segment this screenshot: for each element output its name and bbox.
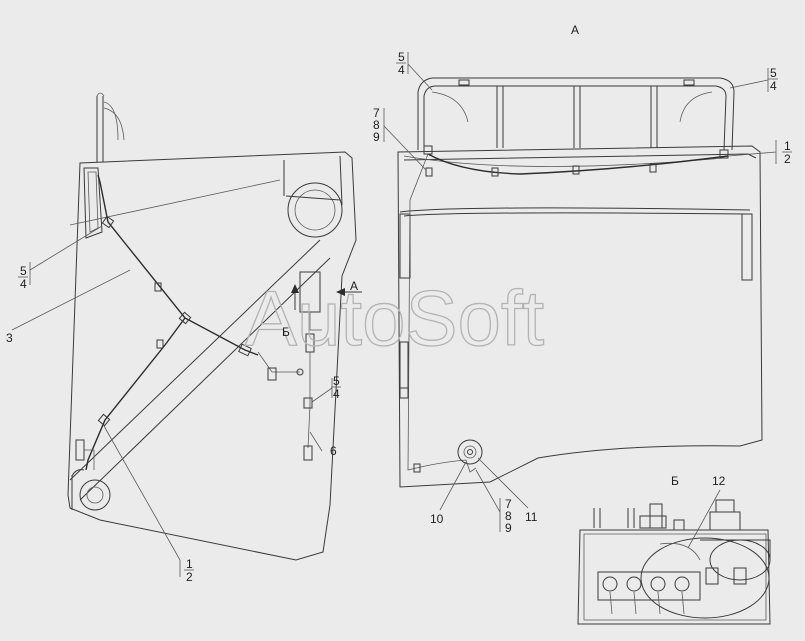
callout-right-7: 7	[373, 106, 380, 120]
callout-left-1: 1	[186, 557, 193, 571]
callout-bottom-7: 7	[505, 497, 512, 511]
callout-left-4b: 4	[333, 387, 340, 401]
right-view-a	[383, 52, 777, 532]
callout-bottom-9: 9	[505, 521, 512, 535]
callout-11: 11	[525, 510, 538, 524]
inset-view-b	[577, 489, 771, 625]
callout-bottom-8: 8	[505, 509, 512, 523]
callout-right-2: 2	[784, 152, 791, 166]
view-b-title: Б	[671, 474, 679, 488]
callout-12: 12	[712, 474, 726, 488]
callout-right-9: 9	[373, 130, 380, 144]
watermark: AutoSoft	[245, 274, 545, 362]
arrow-a-label: А	[350, 279, 358, 293]
left-side-view	[11, 92, 362, 577]
callout-left-5b: 5	[333, 374, 340, 388]
callout-right-1: 1	[784, 139, 791, 153]
arrow-b-label: Б	[282, 325, 290, 339]
callout-right-tl-5: 5	[398, 50, 405, 64]
callout-6: 6	[330, 444, 337, 458]
callout-right-8: 8	[373, 118, 380, 132]
callout-10: 10	[430, 512, 444, 526]
callout-left-5: 5	[20, 264, 27, 278]
callout-right-tr-5: 5	[770, 66, 777, 80]
callout-left-4: 4	[20, 277, 27, 291]
callout-left-2: 2	[186, 570, 193, 584]
view-a-title: А	[571, 23, 579, 37]
callout-3: 3	[6, 331, 13, 345]
callout-right-tr-4: 4	[770, 79, 777, 93]
callout-right-tl-4: 4	[398, 63, 405, 77]
